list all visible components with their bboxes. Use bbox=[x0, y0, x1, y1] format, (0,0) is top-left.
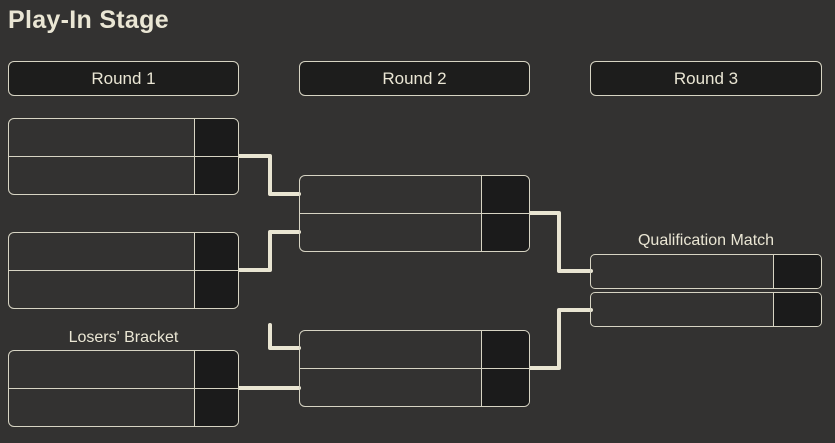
team-name-cell bbox=[9, 389, 194, 426]
team-score-cell bbox=[481, 214, 529, 251]
team-score-cell bbox=[481, 369, 529, 406]
team-name-cell bbox=[300, 176, 481, 213]
match-round2-1 bbox=[299, 175, 530, 252]
match-slot-top[interactable] bbox=[8, 232, 239, 271]
match-slot-top[interactable] bbox=[8, 350, 239, 389]
team-name-cell bbox=[9, 233, 194, 270]
team-name-cell bbox=[9, 119, 194, 156]
match-qualification bbox=[590, 254, 822, 327]
connector-stub-to-r2m2 bbox=[268, 323, 301, 350]
team-score-cell bbox=[194, 389, 238, 426]
team-score-cell bbox=[194, 271, 238, 308]
match-slot-bottom[interactable] bbox=[590, 292, 822, 327]
match-slot-bottom[interactable] bbox=[8, 270, 239, 309]
match-slot-bottom[interactable] bbox=[8, 156, 239, 195]
team-name-cell bbox=[300, 369, 481, 406]
team-name-cell bbox=[591, 293, 773, 326]
round-1-header: Round 1 bbox=[8, 61, 239, 96]
team-score-cell bbox=[773, 255, 821, 288]
match-slot-bottom[interactable] bbox=[299, 213, 530, 252]
team-score-cell bbox=[194, 157, 238, 194]
round-1-header-label: Round 1 bbox=[91, 68, 156, 88]
match-round1-1 bbox=[8, 118, 239, 195]
page-title: Play-In Stage bbox=[8, 6, 169, 34]
match-slot-top[interactable] bbox=[299, 175, 530, 214]
team-name-cell bbox=[9, 351, 194, 388]
round-2-header: Round 2 bbox=[299, 61, 530, 96]
connector-r2m1-to-qual bbox=[528, 211, 593, 273]
match-losers-bracket bbox=[8, 350, 239, 427]
match-slot-top[interactable] bbox=[8, 118, 239, 157]
team-name-cell bbox=[300, 214, 481, 251]
round-3-header: Round 3 bbox=[590, 61, 822, 96]
round-3-header-label: Round 3 bbox=[673, 68, 739, 88]
team-score-cell bbox=[194, 119, 238, 156]
match-slot-bottom[interactable] bbox=[299, 368, 530, 407]
team-name-cell bbox=[9, 157, 194, 194]
match-slot-top[interactable] bbox=[299, 330, 530, 369]
team-name-cell bbox=[9, 271, 194, 308]
team-score-cell bbox=[773, 293, 821, 326]
team-name-cell bbox=[591, 255, 773, 288]
losers-bracket-label: Losers' Bracket bbox=[68, 329, 179, 346]
team-score-cell bbox=[194, 351, 238, 388]
round-2-header-label: Round 2 bbox=[382, 68, 447, 88]
connector-r1m2-to-r2m1 bbox=[236, 230, 301, 272]
team-score-cell bbox=[194, 233, 238, 270]
connector-r2m2-to-qual bbox=[528, 308, 593, 370]
team-score-cell bbox=[481, 176, 529, 213]
connector-r1m1-to-r2m1 bbox=[236, 154, 301, 196]
qualification-match-label: Qualification Match bbox=[637, 232, 775, 249]
team-name-cell bbox=[300, 331, 481, 368]
team-score-cell bbox=[481, 331, 529, 368]
match-round1-2 bbox=[8, 232, 239, 309]
match-round2-2 bbox=[299, 330, 530, 407]
match-slot-top[interactable] bbox=[590, 254, 822, 289]
match-slot-bottom[interactable] bbox=[8, 388, 239, 427]
